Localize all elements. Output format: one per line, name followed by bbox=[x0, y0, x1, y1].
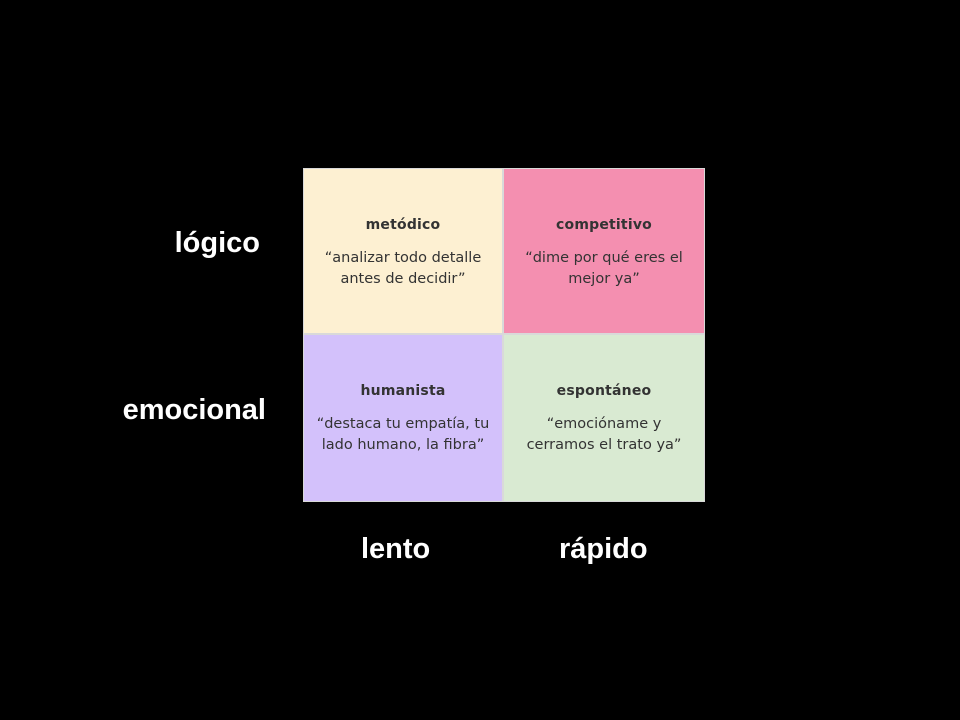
quadrant-title: metódico bbox=[365, 217, 441, 233]
quadrant-quote: “analizar todo detalle antes de decidir” bbox=[324, 250, 482, 287]
row-label-emocional: emocional bbox=[122, 394, 266, 426]
quadrant-grid: metódico “analizar todo detalle antes de… bbox=[303, 168, 705, 502]
quadrant-espontaneo: espontáneo “emocióname y cerramos el tra… bbox=[503, 334, 705, 502]
row-label-logico: lógico bbox=[174, 227, 260, 259]
column-label-rapido: rápido bbox=[559, 533, 648, 565]
quadrant-competitivo: competitivo “dime por qué eres el mejor … bbox=[503, 168, 705, 334]
quadrant-humanista: humanista “destaca tu empatía, tu lado h… bbox=[303, 334, 503, 502]
quadrant-title: humanista bbox=[360, 383, 446, 399]
quadrant-quote: “dime por qué eres el mejor ya” bbox=[525, 250, 683, 287]
quadrant-title: espontáneo bbox=[556, 383, 652, 399]
quadrant-quote: “destaca tu empatía, tu lado humano, la … bbox=[316, 416, 490, 453]
quadrant-title: competitivo bbox=[556, 217, 652, 233]
column-label-lento: lento bbox=[361, 533, 431, 565]
quadrant-metodico: metódico “analizar todo detalle antes de… bbox=[303, 168, 503, 334]
quadrant-quote: “emocióname y cerramos el trato ya” bbox=[526, 416, 682, 453]
